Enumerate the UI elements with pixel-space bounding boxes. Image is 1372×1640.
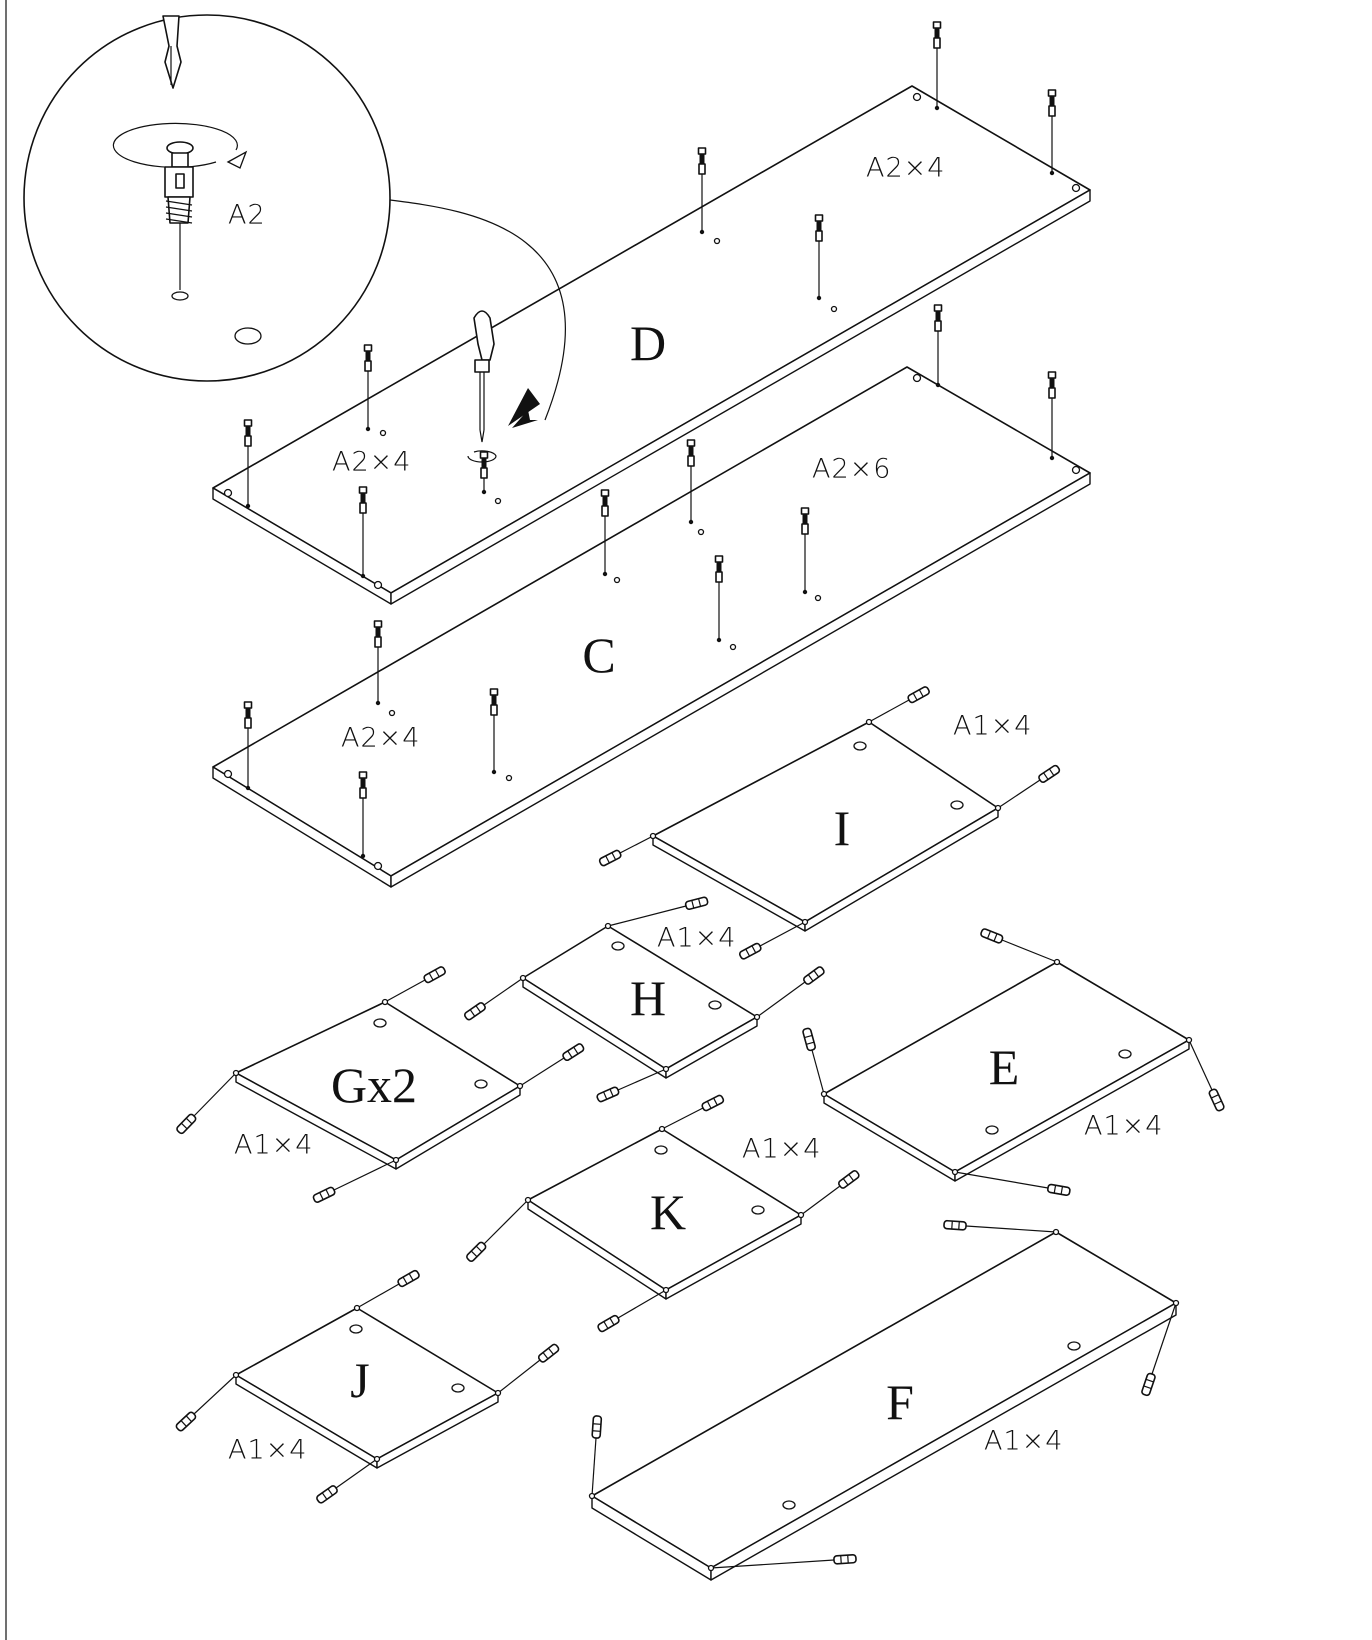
dowel-icon [466, 1241, 487, 1262]
dowel-icon [312, 1186, 336, 1203]
cam-screw-icon [243, 701, 253, 791]
dowel-icon [596, 1086, 620, 1103]
dowel-icon [597, 1314, 620, 1333]
cam-screw-icon [1047, 89, 1057, 176]
panel-d-side-edge [390, 189, 1091, 605]
cam-screw-icon [479, 451, 489, 495]
detail-cam-screw-icon [164, 141, 194, 301]
dowel-icon [1038, 764, 1061, 783]
panel-j-label: J [350, 1352, 369, 1408]
dowel-icon [1141, 1372, 1156, 1397]
panel-d: D [212, 85, 1091, 605]
panel-h [464, 896, 825, 1103]
cam-screw-icon [373, 620, 383, 706]
qty-d-right: A2×4 [866, 153, 945, 184]
screwdriver-icon [467, 310, 497, 463]
panel-e [802, 928, 1225, 1197]
dowel-icon [1046, 1183, 1071, 1197]
panel-d-label: D [630, 315, 666, 371]
panel-h-label: H [630, 970, 666, 1026]
panel-g [176, 966, 585, 1203]
dowel-icon [598, 849, 622, 867]
cam-screw-icon [243, 419, 253, 509]
cam-screw-icon [932, 21, 942, 111]
cam-screw-icon [358, 486, 368, 579]
panel-g-label: Gx2 [331, 1057, 417, 1113]
dowel-icon [316, 1485, 338, 1504]
dowel-icon [175, 1411, 197, 1432]
cam-screw-icon [814, 214, 824, 301]
panel-j [175, 1269, 560, 1504]
qty-f: A1×4 [984, 1426, 1063, 1457]
qty-i: A1×4 [953, 711, 1032, 742]
cam-screw-icon [600, 489, 610, 577]
panel-k-label: K [650, 1184, 686, 1240]
dowel-icon [537, 1343, 560, 1363]
cam-screw-icon [686, 439, 696, 525]
panel-k [466, 1094, 860, 1333]
qty-c-right: A2×6 [812, 454, 891, 485]
dowel-icon [176, 1113, 197, 1135]
cam-screw-icon [358, 771, 368, 859]
detail-label: A2 [228, 200, 266, 231]
cam-screws-a2 [243, 21, 1057, 859]
qty-g: A1×4 [234, 1130, 313, 1161]
detail-callout: A2 [23, 14, 567, 428]
dowel-icon [562, 1043, 585, 1062]
qty-c-left: A2×4 [341, 723, 420, 754]
qty-d-left: A2×4 [332, 447, 411, 478]
qty-k: A1×4 [742, 1134, 821, 1165]
dowel-icon [591, 1415, 603, 1439]
cam-screw-icon [800, 507, 810, 595]
panel-c: C [212, 366, 1091, 888]
dowel-icon [802, 1027, 816, 1052]
dowel-icon [943, 1219, 967, 1231]
dowel-icon [803, 966, 825, 985]
cam-screw-icon [933, 304, 943, 388]
panel-f [588, 1219, 1180, 1581]
dowel-icon [464, 1002, 486, 1021]
dowel-icon [397, 1269, 420, 1288]
cam-screw-icon [363, 344, 373, 432]
panel-c-side-edge [390, 472, 1091, 888]
dowel-icon [1208, 1088, 1225, 1112]
dowel-icon [738, 942, 762, 960]
small-panels [175, 686, 1225, 1581]
panel-f-label: F [886, 1374, 914, 1430]
cam-screw-icon [697, 147, 707, 235]
cam-screw-icon [489, 688, 499, 775]
dowel-icon [838, 1170, 860, 1189]
qty-e: A1×4 [1084, 1111, 1163, 1142]
dowel-icon [833, 1553, 857, 1565]
detail-circle [23, 14, 391, 382]
dowel-icon [701, 1094, 725, 1112]
panel-i [598, 686, 1061, 960]
qty-j: A1×4 [228, 1435, 307, 1466]
qty-h: A1×4 [657, 923, 736, 954]
panel-i-label: I [834, 800, 851, 856]
dowel-icon [684, 896, 709, 911]
callout-arrowhead [512, 410, 538, 428]
dowel-icon [980, 928, 1004, 944]
cam-screw-icon [1047, 371, 1057, 461]
cam-screw-icon [714, 555, 724, 643]
dowel-icon [907, 686, 930, 704]
callout-leader [389, 199, 567, 421]
panel-e-label: E [989, 1039, 1020, 1095]
dowel-icon [423, 966, 446, 984]
detail-screwdriver-tip-icon [162, 15, 182, 89]
panel-c-label: C [582, 627, 615, 683]
